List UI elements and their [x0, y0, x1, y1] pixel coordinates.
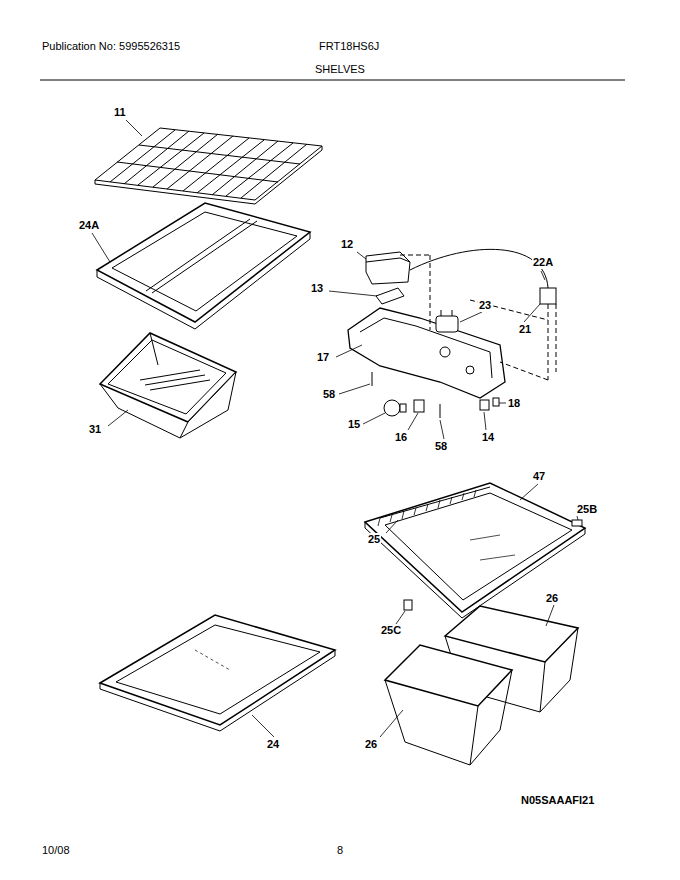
callout-number: 26: [364, 738, 378, 751]
date-code: 10/08: [41, 844, 71, 857]
callout-number: 26: [545, 592, 559, 605]
wire-shelf: [95, 128, 322, 204]
pan-bins: [385, 606, 578, 765]
leader-lines: [92, 120, 578, 737]
callout-number: 18: [507, 397, 521, 410]
figure-code: N05SAAAFI21: [520, 794, 595, 807]
callout-number: 31: [88, 423, 102, 436]
callout-number: 25C: [380, 624, 402, 637]
callout-number: 47: [532, 470, 546, 483]
callout-number: 25B: [576, 503, 598, 516]
callout-number: 12: [340, 238, 354, 251]
lower-shelf: [100, 615, 335, 731]
callout-number: 58: [434, 440, 448, 453]
header-rule: [40, 80, 625, 81]
callout-number: 21: [518, 323, 532, 336]
callout-number: 25: [367, 533, 381, 546]
callout-number: 24A: [78, 219, 100, 232]
callout-number: 22A: [532, 256, 554, 269]
model-number: FRT18HS6J: [318, 40, 380, 53]
callout-number: 23: [478, 299, 492, 312]
callout-number: 15: [347, 418, 361, 431]
page-title: SHELVES: [314, 63, 366, 76]
framed-shelf: [97, 203, 310, 329]
callout-number: 17: [316, 351, 330, 364]
callout-number: 16: [394, 431, 408, 444]
control-housing: [348, 249, 556, 418]
page-number: 8: [336, 844, 344, 857]
crisper-drawer: [100, 333, 236, 438]
callout-number: 24: [266, 738, 280, 751]
callout-number: 14: [481, 431, 495, 444]
glass-shelf: [365, 483, 585, 618]
callout-number: 13: [310, 282, 324, 295]
callout-number: 58: [322, 388, 336, 401]
publication-number: Publication No: 5995526315: [41, 40, 181, 53]
callout-number: 11: [113, 106, 127, 119]
